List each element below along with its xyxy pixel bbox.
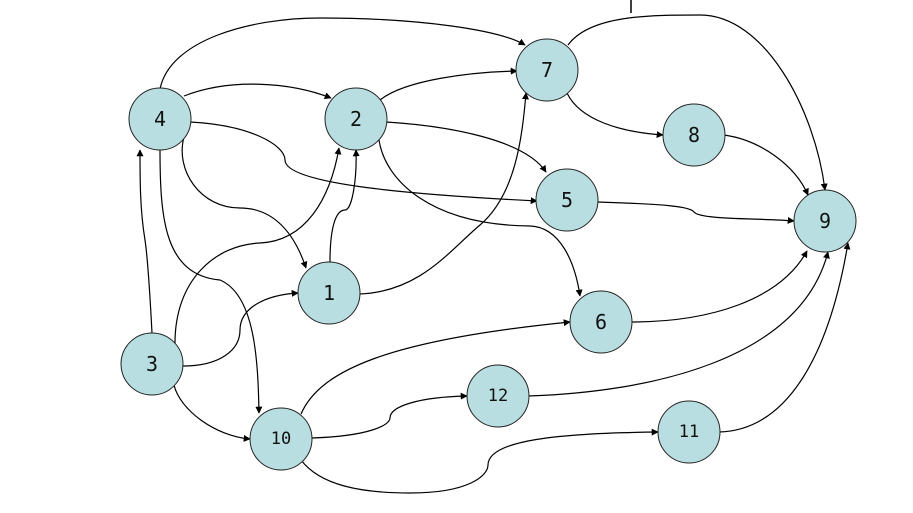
node-8: 8 — [662, 103, 726, 167]
edges-layer — [136, 14, 851, 494]
edge-4-to-1 — [181, 136, 308, 269]
edge-3-to-10 — [173, 384, 251, 442]
node-circle-2 — [324, 87, 388, 151]
node-circle-8 — [662, 103, 726, 167]
node-label-7: 7 — [541, 58, 553, 82]
node-circle-11 — [657, 400, 721, 464]
node-circle-4 — [128, 87, 192, 151]
edge-2-to-7 — [379, 67, 518, 101]
node-label-3: 3 — [146, 352, 158, 376]
node-9: 9 — [793, 189, 857, 253]
edge-2-to-6 — [378, 139, 583, 297]
edge-1-to-7 — [358, 92, 529, 295]
edge-6-to-9 — [630, 250, 808, 323]
node-label-11: 11 — [679, 422, 699, 442]
node-circle-10 — [249, 407, 313, 471]
edge-1-to-2 — [329, 149, 360, 263]
edge-3-to-2 — [174, 147, 342, 344]
node-circle-7 — [515, 38, 579, 102]
edge-7-to-8 — [566, 92, 664, 139]
node-circle-6 — [569, 290, 633, 354]
node-label-5: 5 — [561, 188, 573, 212]
node-label-2: 2 — [350, 107, 362, 131]
node-5: 5 — [535, 168, 599, 232]
node-label-12: 12 — [488, 386, 508, 406]
node-4: 4 — [128, 87, 192, 151]
edge-10-to-12 — [311, 392, 468, 439]
node-2: 2 — [324, 87, 388, 151]
edge-4-to-10 — [159, 149, 263, 414]
node-circle-9 — [793, 189, 857, 253]
edge-3-to-4 — [136, 149, 153, 334]
edge-10-to-6 — [300, 319, 571, 415]
node-label-6: 6 — [595, 310, 607, 334]
node-6: 6 — [569, 290, 633, 354]
edge-3-to-1 — [182, 289, 299, 367]
node-1: 1 — [297, 261, 361, 325]
node-label-9: 9 — [819, 209, 831, 233]
edge-4-to-2 — [183, 83, 332, 99]
node-label-8: 8 — [688, 123, 700, 147]
node-label-10: 10 — [271, 429, 291, 449]
edge-2-to-5 — [385, 121, 547, 173]
edge-7-to-9 — [567, 14, 828, 191]
node-12: 12 — [466, 364, 530, 428]
node-label-4: 4 — [154, 107, 166, 131]
node-7: 7 — [515, 38, 579, 102]
node-circle-5 — [535, 168, 599, 232]
node-circle-3 — [120, 332, 184, 396]
node-circle-1 — [297, 261, 361, 325]
edge-5-to-9 — [596, 201, 795, 224]
node-10: 10 — [249, 407, 313, 471]
edge-4-to-5 — [189, 121, 538, 205]
edge-12-to-9 — [527, 251, 830, 397]
node-11: 11 — [657, 400, 721, 464]
edge-10-to-11 — [300, 428, 659, 494]
edge-11-to-9 — [718, 242, 851, 433]
edge-8-to-9 — [723, 134, 809, 196]
node-label-1: 1 — [323, 281, 335, 305]
node-circle-12 — [466, 364, 530, 428]
node-3: 3 — [120, 332, 184, 396]
edge-4-to-7 — [159, 17, 526, 90]
